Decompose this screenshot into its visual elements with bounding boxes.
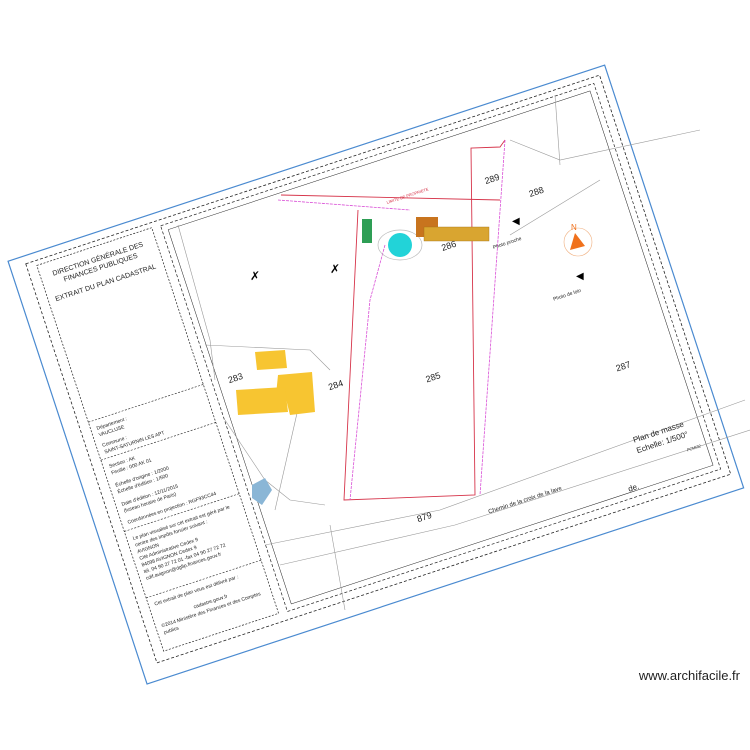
- cartouche-panel: [36, 227, 280, 652]
- garden-bed: [362, 219, 372, 243]
- parcel-289: 289: [483, 172, 500, 186]
- neighbour-buildings: [236, 350, 315, 415]
- cadastral-lines: [177, 94, 750, 611]
- extrait-4: publics: [163, 625, 180, 636]
- parcel-879: 879: [416, 510, 433, 524]
- parcel-287: 287: [614, 359, 631, 373]
- plan-frame: [160, 82, 722, 612]
- parcel-284: 284: [327, 378, 344, 392]
- panel-divider: [88, 384, 204, 423]
- road-suffix: de.: [627, 482, 640, 494]
- tree-icon: ✗: [250, 269, 260, 283]
- panel-divider: [100, 422, 216, 461]
- page-border: [7, 64, 745, 685]
- camera-near-icon: ◀: [512, 216, 520, 227]
- panel-divider: [146, 559, 262, 599]
- north-label: N: [571, 223, 577, 232]
- parcel-285: 285: [424, 370, 441, 384]
- watermark: www.archifacile.fr: [638, 668, 740, 683]
- house-terrace: [423, 226, 490, 242]
- pool: [388, 233, 412, 257]
- fence-line: [277, 139, 506, 501]
- property-limit: [280, 139, 506, 501]
- inner-border: [25, 74, 732, 664]
- panel-divider: [124, 493, 240, 532]
- camera-far-icon: ◀: [576, 271, 584, 282]
- tree-icon: ✗: [330, 262, 340, 276]
- parcel-286: 286: [440, 239, 457, 253]
- pool-surround: [377, 229, 423, 261]
- parcel-288: 288: [528, 185, 545, 199]
- compass-ring: [563, 227, 593, 257]
- water-tank: [252, 478, 272, 505]
- parcel-283: 283: [227, 371, 244, 385]
- plan-frame-inner: [167, 90, 714, 605]
- north-compass: [570, 233, 585, 250]
- plan-ref: PCMI32: [686, 443, 702, 453]
